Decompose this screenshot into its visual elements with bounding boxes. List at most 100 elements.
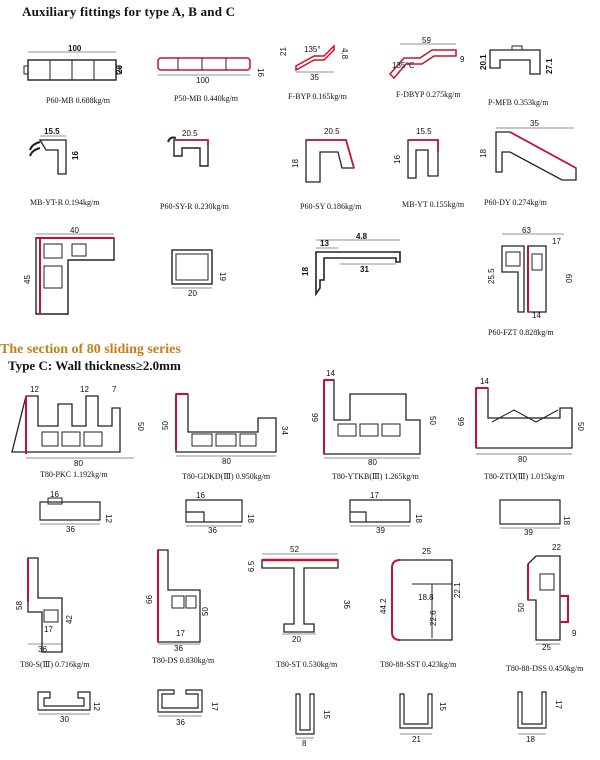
svg-text:27.1: 27.1 bbox=[545, 58, 554, 74]
svg-text:18: 18 bbox=[414, 514, 423, 523]
svg-text:20: 20 bbox=[292, 635, 301, 644]
svg-text:21: 21 bbox=[279, 47, 288, 56]
svg-text:36: 36 bbox=[66, 525, 75, 534]
svg-text:16: 16 bbox=[196, 491, 205, 500]
svg-text:9: 9 bbox=[460, 55, 465, 64]
svg-text:36: 36 bbox=[174, 644, 183, 653]
svg-text:22.1: 22.1 bbox=[453, 582, 462, 598]
svg-text:20.5: 20.5 bbox=[182, 129, 198, 138]
caption-t80-pkc: T80-PKC 1.192kg/m bbox=[40, 470, 108, 479]
svg-text:40: 40 bbox=[70, 226, 79, 235]
figure-p-mfb: 20.1 27.1 bbox=[479, 45, 554, 75]
svg-text:135°: 135° bbox=[304, 45, 321, 54]
svg-text:100: 100 bbox=[68, 44, 82, 53]
figure-t80-ds: 66 50 17 36 bbox=[145, 549, 210, 653]
svg-text:6.5: 6.5 bbox=[247, 560, 256, 572]
svg-text:35: 35 bbox=[310, 73, 319, 82]
figure-steel-36-u: 17 36 bbox=[157, 689, 219, 727]
figure-mb-yt-r: 15.5 16 bbox=[29, 127, 80, 175]
caption-t80-gdkd: T80-GDKD(Ⅲ) 0.950kg/m bbox=[182, 472, 271, 481]
caption-t80-ds: T80-DS 0.830kg/m bbox=[152, 656, 215, 665]
svg-text:59: 59 bbox=[422, 36, 431, 45]
figure-steel-18x17: 17 18 bbox=[517, 691, 563, 744]
svg-text:21: 21 bbox=[412, 735, 421, 744]
svg-text:15.5: 15.5 bbox=[416, 127, 432, 136]
svg-text:18: 18 bbox=[479, 149, 488, 158]
svg-text:66: 66 bbox=[145, 595, 154, 604]
svg-text:36: 36 bbox=[176, 718, 185, 727]
svg-text:12: 12 bbox=[104, 514, 113, 523]
svg-text:18: 18 bbox=[291, 159, 300, 168]
caption-p60-fzt: P60-FZT 0.828kg/m bbox=[488, 328, 554, 337]
svg-text:50: 50 bbox=[136, 422, 145, 431]
svg-text:80: 80 bbox=[74, 459, 83, 468]
svg-text:18: 18 bbox=[562, 516, 571, 525]
figure-p60-mb: 100 26 bbox=[23, 44, 124, 81]
svg-text:18: 18 bbox=[246, 514, 255, 523]
caption-p60-mb: P60-MB 0.688kg/m bbox=[46, 96, 111, 105]
svg-text:17: 17 bbox=[552, 237, 561, 246]
figure-t80-gdkd: 50 34 80 bbox=[161, 393, 289, 466]
figure-p60-sy-r: 20.5 bbox=[167, 129, 209, 167]
figure-steel-21x15: 15 21 bbox=[399, 693, 447, 744]
svg-text:80: 80 bbox=[368, 458, 377, 467]
svg-text:14: 14 bbox=[532, 311, 541, 320]
svg-text:17: 17 bbox=[370, 491, 379, 500]
svg-text:60: 60 bbox=[564, 274, 573, 283]
heading-auxiliary: Auxiliary fittings for type A, B and C bbox=[22, 4, 236, 19]
svg-text:80: 80 bbox=[518, 455, 527, 464]
heading-type-c: Type C: Wall thickness≥2.0mm bbox=[8, 358, 181, 373]
svg-text:34: 34 bbox=[280, 426, 289, 435]
svg-text:39: 39 bbox=[376, 526, 385, 535]
svg-text:66: 66 bbox=[311, 413, 320, 422]
figure-corner-40x45: 40 45 bbox=[23, 226, 115, 315]
caption-p60-sy: P60-SY 0.186kg/m bbox=[300, 202, 362, 211]
svg-text:22.6: 22.6 bbox=[429, 610, 438, 626]
svg-text:80: 80 bbox=[222, 457, 231, 466]
svg-text:36: 36 bbox=[208, 526, 217, 535]
svg-text:66: 66 bbox=[457, 417, 466, 426]
caption-mb-yt: MB-YT 0.155kg/m bbox=[402, 200, 465, 209]
caption-t80-88-dss: T80-88-DSS 0.450kg/m bbox=[506, 664, 584, 673]
svg-text:39: 39 bbox=[524, 528, 533, 537]
svg-text:52: 52 bbox=[290, 545, 299, 554]
svg-text:8: 8 bbox=[302, 739, 307, 748]
svg-text:63: 63 bbox=[522, 226, 531, 235]
figure-t80-pkc: 12 12 7 80 50 bbox=[11, 385, 145, 468]
svg-text:17: 17 bbox=[44, 625, 53, 634]
svg-text:44.2: 44.2 bbox=[379, 598, 388, 614]
svg-text:36: 36 bbox=[342, 600, 351, 609]
caption-p50-mb: P50-MB 0.440kg/m bbox=[174, 94, 239, 103]
figure-t80-88-dss: 22 50 9 25 bbox=[517, 543, 577, 652]
figure-mb-yt: 15.5 16 bbox=[393, 127, 439, 179]
figure-p60-sy: 20.5 18 bbox=[291, 127, 355, 183]
svg-text:16: 16 bbox=[256, 68, 265, 77]
svg-text:45: 45 bbox=[23, 275, 32, 284]
figure-cover-48: 4.8 13 31 18 bbox=[301, 232, 401, 297]
caption-f-byp: F-BYP 0.165kg/m bbox=[288, 92, 347, 101]
svg-text:12: 12 bbox=[80, 385, 89, 394]
svg-text:35: 35 bbox=[530, 119, 539, 128]
svg-text:15: 15 bbox=[322, 710, 331, 719]
svg-text:18: 18 bbox=[526, 735, 535, 744]
caption-mb-yt-r: MB-YT-R 0.194kg/m bbox=[30, 198, 100, 207]
svg-text:135℃: 135℃ bbox=[392, 61, 414, 70]
svg-text:25.5: 25.5 bbox=[487, 268, 496, 284]
svg-text:19: 19 bbox=[218, 272, 227, 281]
figure-t80-ytkb: 14 66 50 80 bbox=[311, 369, 437, 467]
svg-text:42: 42 bbox=[65, 615, 74, 624]
figure-steel-36x18: 16 18 36 bbox=[185, 491, 255, 535]
caption-t80-ytkb: T80-YTKB(Ⅲ) 1.265kg/m bbox=[332, 472, 419, 481]
figure-f-byp: 135° 21 4.8 35 bbox=[279, 44, 349, 82]
svg-text:13: 13 bbox=[320, 239, 329, 248]
svg-text:16: 16 bbox=[393, 155, 402, 164]
figure-steel-39x18: 18 39 bbox=[499, 499, 571, 537]
figure-t80-ztd: 14 66 50 80 bbox=[457, 377, 585, 464]
svg-text:18: 18 bbox=[301, 267, 310, 276]
svg-text:12: 12 bbox=[30, 385, 39, 394]
caption-p60-sy-r: P60-SY-R 0.230kg/m bbox=[160, 202, 229, 211]
svg-text:17: 17 bbox=[176, 629, 185, 638]
svg-text:50: 50 bbox=[428, 416, 437, 425]
svg-text:20.5: 20.5 bbox=[324, 127, 340, 136]
svg-text:25: 25 bbox=[422, 547, 431, 556]
